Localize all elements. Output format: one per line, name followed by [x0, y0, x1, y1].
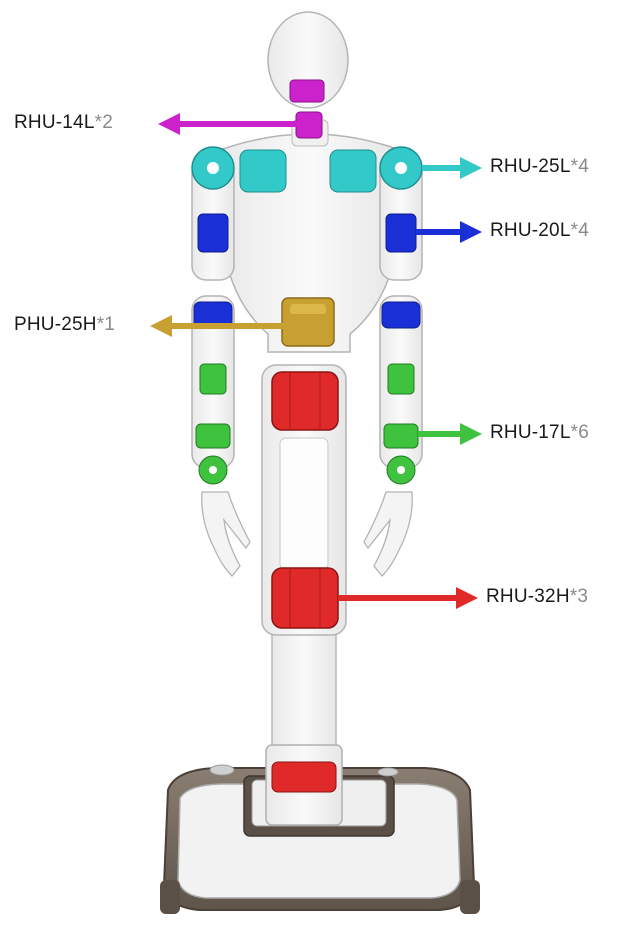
label-count: *6	[570, 422, 589, 443]
label-rhu-14l: RHU-14L*2	[14, 112, 113, 134]
rhu-17l-actuators	[195, 363, 419, 485]
rhu-25l-actuators	[191, 146, 423, 193]
label-rhu-32h: RHU-32H*3	[486, 586, 588, 608]
label-count: *4	[570, 220, 589, 241]
label-rhu-25l: RHU-25L*4	[490, 156, 589, 178]
head	[267, 11, 349, 109]
label-phu-25h: PHU-25H*1	[14, 314, 115, 336]
label-count: *4	[570, 156, 589, 177]
label-name: RHU-17L	[490, 422, 571, 443]
phu-25h-actuator	[281, 297, 335, 347]
label-count: *3	[569, 586, 589, 607]
label-name: RHU-20L	[490, 220, 571, 241]
label-name: RHU-14L	[14, 112, 95, 133]
label-rhu-20l: RHU-20L*4	[490, 220, 589, 242]
label-count: *2	[94, 112, 113, 133]
label-rhu-17l: RHU-17L*6	[490, 422, 589, 444]
rhu-20l-actuators	[193, 213, 421, 329]
label-name: RHU-25L	[490, 156, 571, 177]
label-arrows	[150, 113, 482, 609]
rhu-14l-actuators	[289, 79, 325, 139]
label-name: RHU-32H	[486, 586, 570, 607]
label-name: PHU-25H	[14, 314, 97, 335]
label-count: *1	[96, 314, 116, 335]
rhu-32h-actuators	[271, 371, 339, 793]
